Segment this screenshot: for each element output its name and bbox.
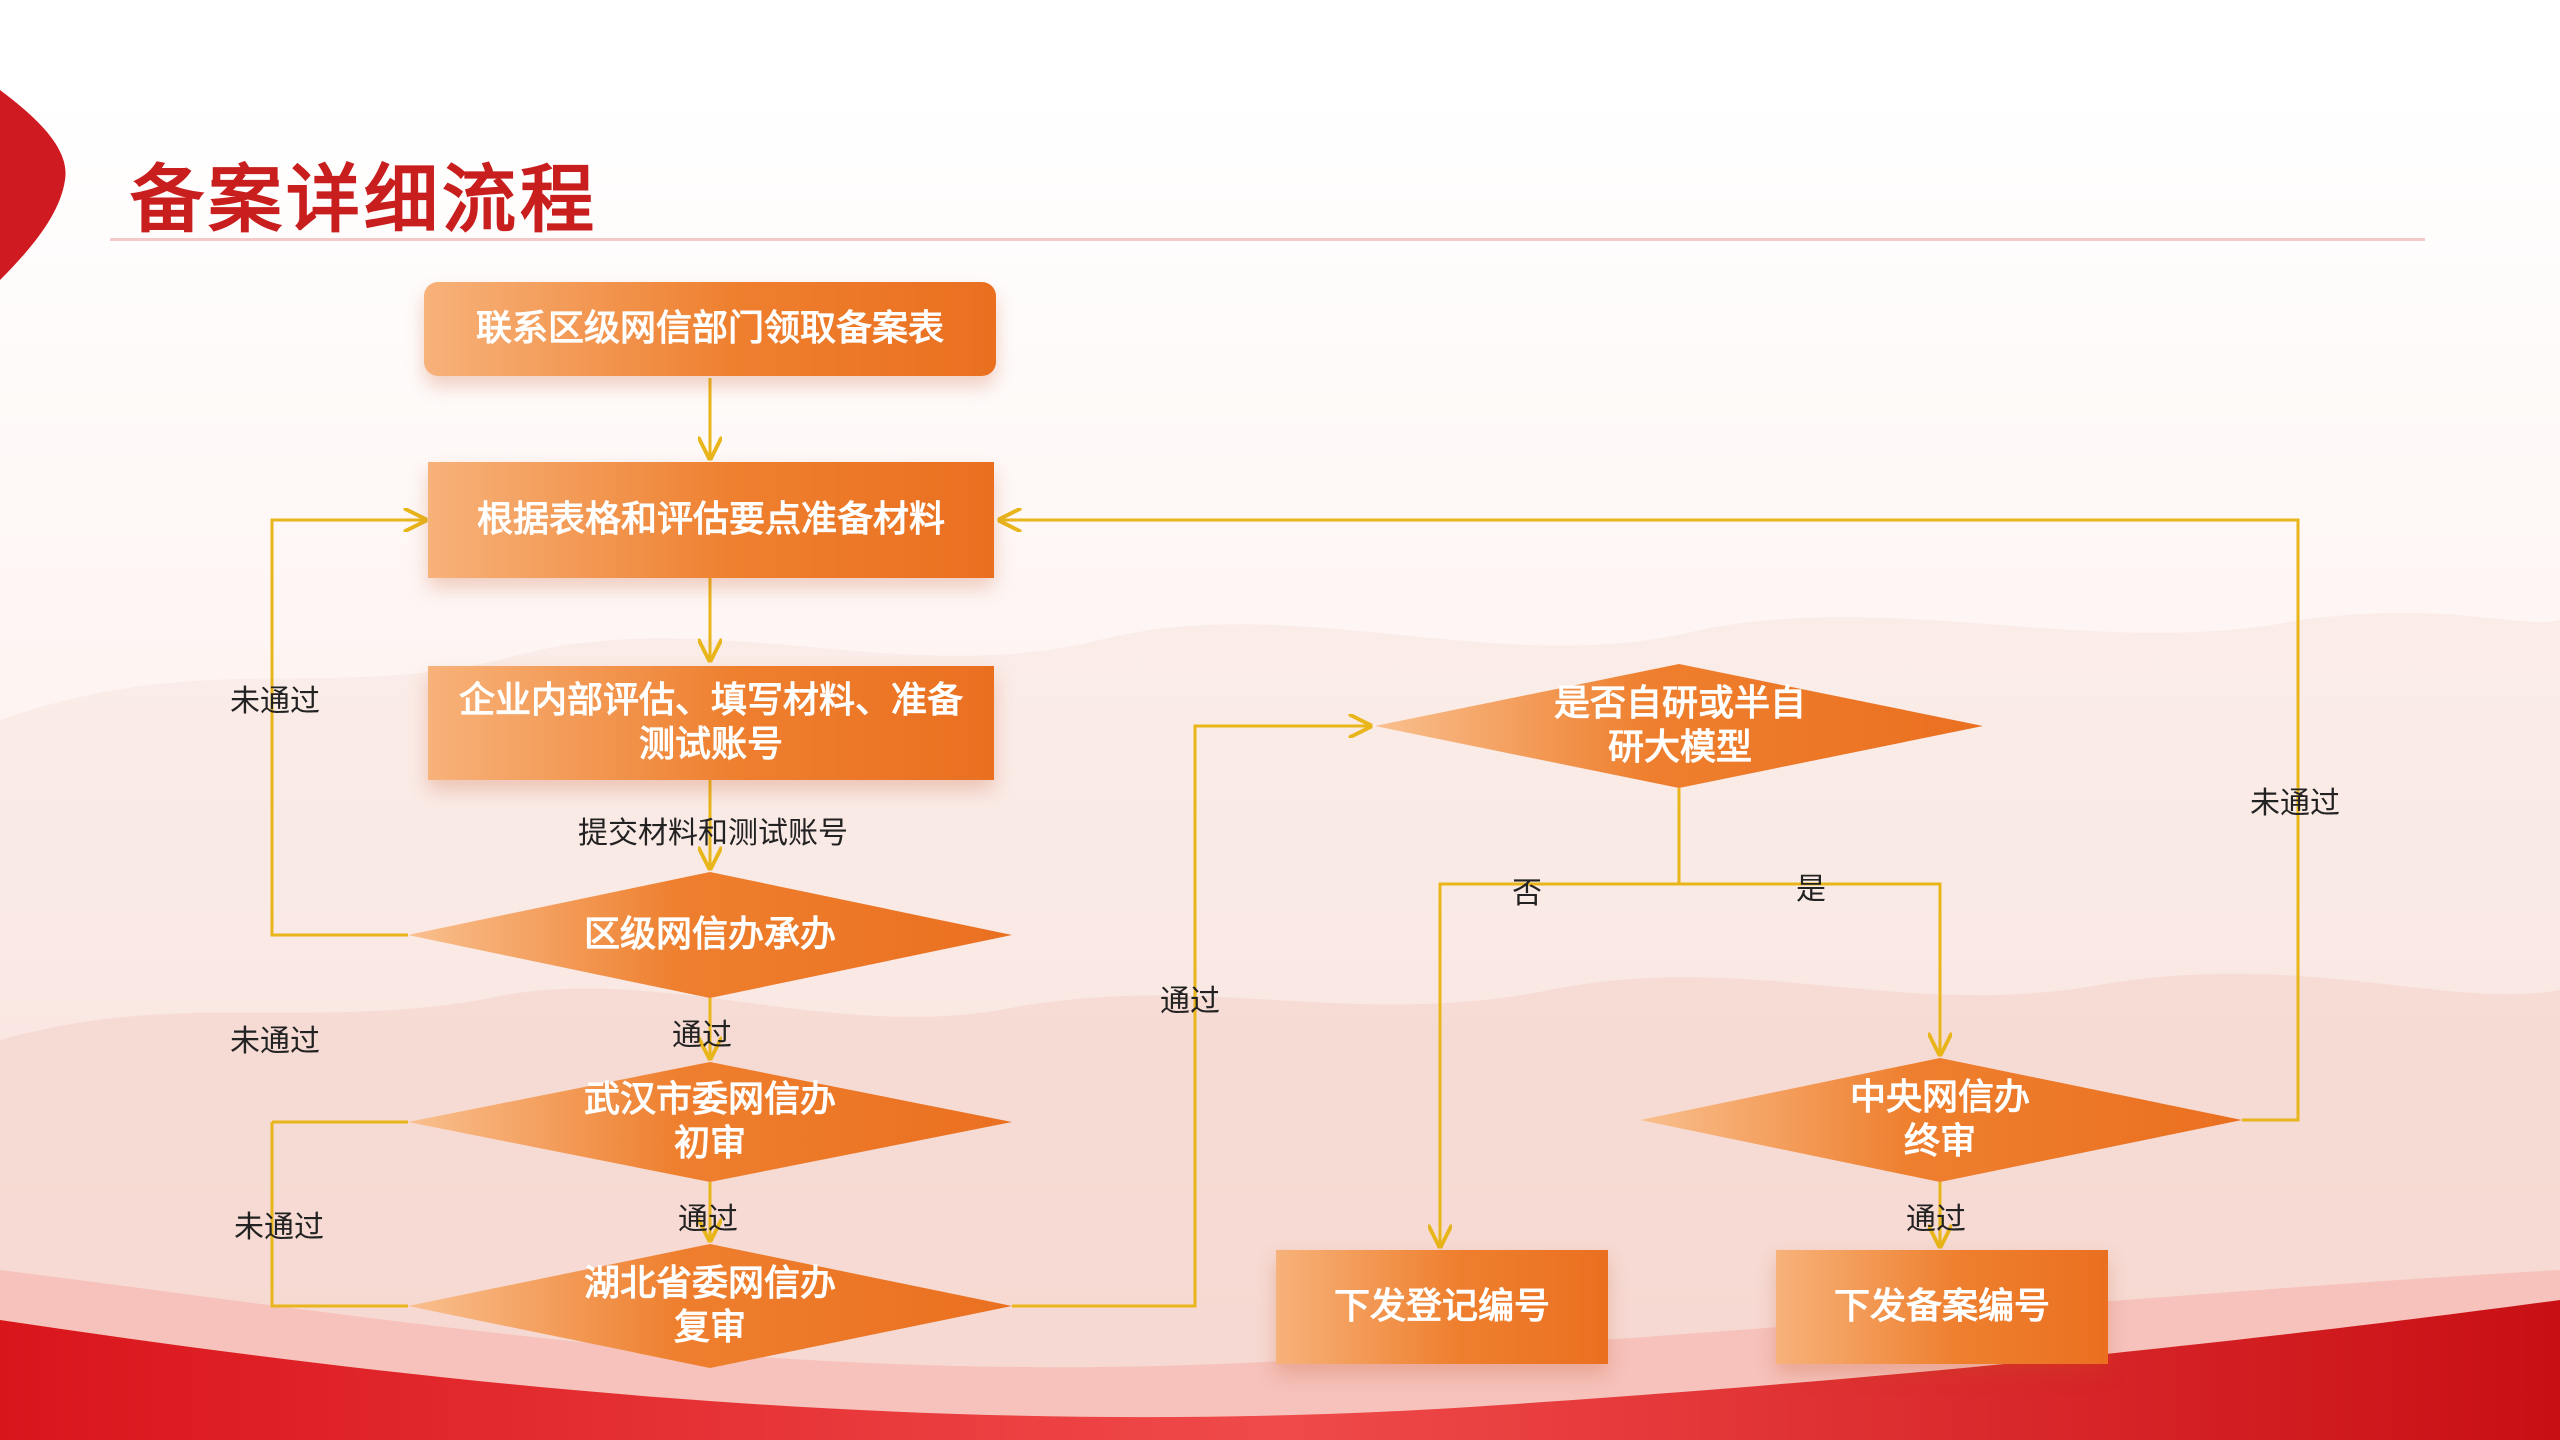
- edge-label-pass-central: 通过: [1906, 1202, 1966, 1237]
- diamond-self-dev: [1375, 664, 1983, 788]
- node-contact: 联系区级网信部门领取备案表: [424, 282, 996, 376]
- connector-no: [1440, 788, 1681, 1246]
- edge-label-fail-central: 未通过: [2250, 786, 2340, 821]
- node-hubei: 湖北省委网信办 复审: [583, 1263, 836, 1348]
- node-wuhan: 武汉市委网信办 初审: [583, 1079, 836, 1164]
- edge-label-fail-district: 未通过: [230, 684, 320, 719]
- node-prepare: 根据表格和评估要点准备材料: [428, 462, 994, 578]
- page-title: 备案详细流程: [130, 157, 598, 243]
- diamond-central: [1640, 1058, 2242, 1182]
- diamond-wuhan: [408, 1062, 1012, 1182]
- edge-label-pass-district: 通过: [672, 1018, 732, 1053]
- connector-pass-hubei: [1012, 726, 1370, 1308]
- connector-fail-hubei: [270, 1122, 408, 1308]
- red-ribbon: [0, 1300, 2560, 1440]
- node-central: 中央网信办 终审: [1849, 1077, 2030, 1162]
- connector-yes: [1679, 882, 1940, 1054]
- title-divider: [110, 238, 2425, 241]
- edge-label-yes: 是: [1796, 872, 1826, 907]
- edge-label-submit: 提交材料和测试账号: [578, 816, 848, 851]
- diamond-district: [408, 872, 1012, 998]
- edge-label-fail-wuhan: 未通过: [230, 1024, 320, 1059]
- node-internal-eval: 企业内部评估、填写材料、准备测试账号: [428, 666, 994, 780]
- connector-fail-central: [1000, 520, 2300, 1122]
- node-registration: 下发登记编号: [1276, 1250, 1608, 1364]
- edge-label-pass-hubei: 通过: [1160, 984, 1220, 1019]
- diamond-hubei: [408, 1244, 1012, 1368]
- edge-label-no: 否: [1512, 876, 1542, 911]
- connector-fail-district: [270, 520, 425, 937]
- node-district: 区级网信办承办: [583, 914, 836, 955]
- node-filing: 下发备案编号: [1776, 1250, 2108, 1364]
- node-self-dev: 是否自研或半自 研大模型: [1553, 683, 1806, 768]
- corner-ornament: [0, 90, 66, 280]
- edge-label-fail-hubei: 未通过: [234, 1210, 324, 1245]
- edge-label-pass-wuhan: 通过: [678, 1202, 738, 1237]
